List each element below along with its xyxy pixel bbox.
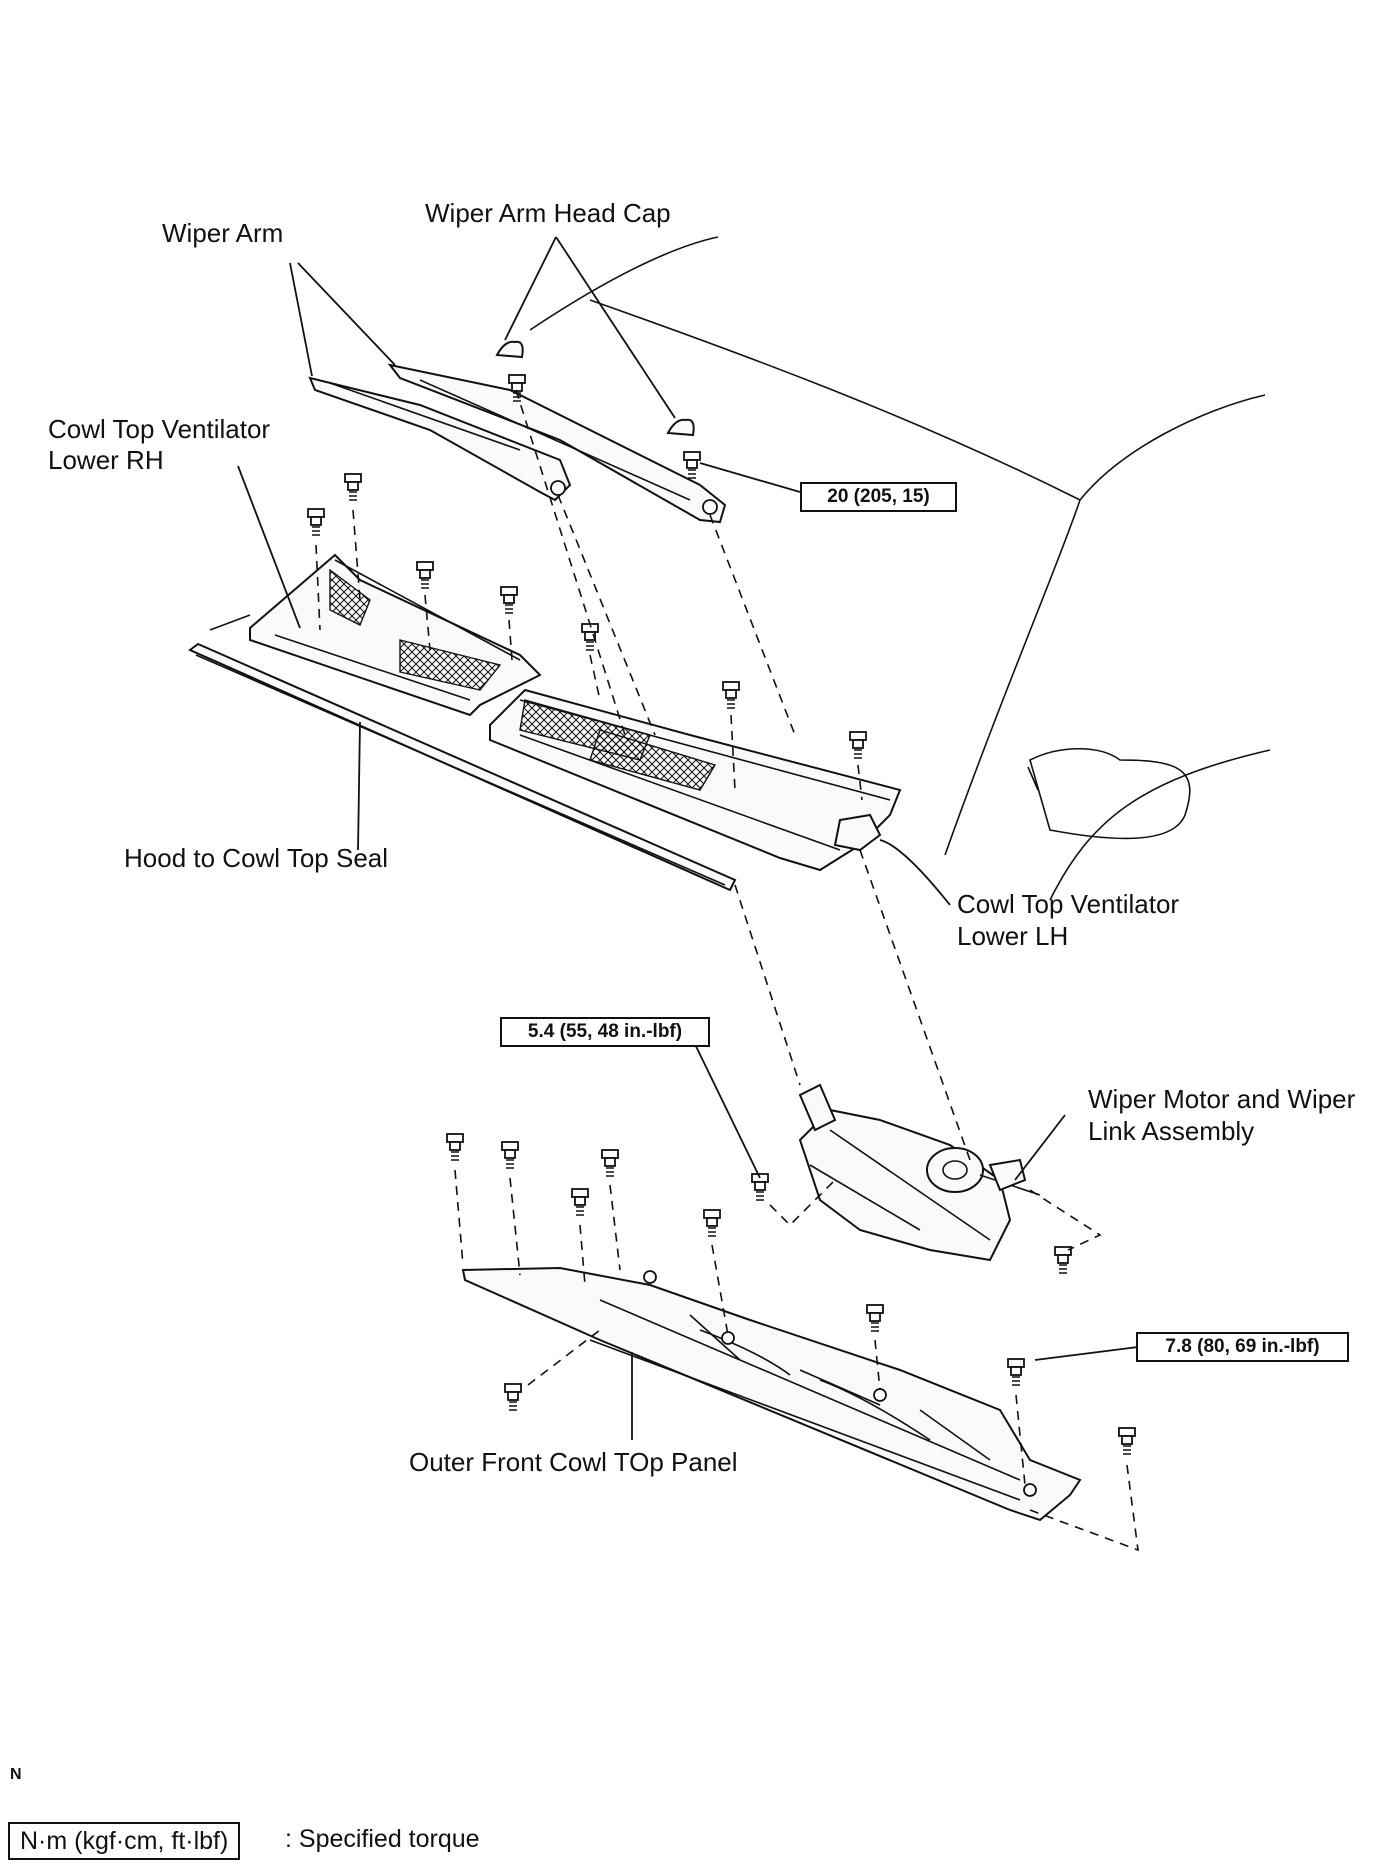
legend-description: : Specified torque [285,1825,480,1853]
hood-to-cowl-seal [188,642,737,892]
torque-wiper-motor-bolt: 5.4 (55, 48 in.-lbf) [500,1017,710,1047]
outer-front-cowl-top-panel [461,1266,1082,1522]
dashed-assembly-lines [315,389,1139,1552]
cowl-ventilator-rh [249,553,542,717]
label-wiper-motor-line2: Link Assembly [1088,1116,1255,1146]
label-cowl-vent-lh-line1: Cowl Top Ventilator [957,889,1180,919]
head-caps [495,340,701,479]
label-wiper-motor-line1: Wiper Motor and Wiper [1088,1084,1356,1114]
diagram-code: N [10,1766,22,1783]
label-hood-to-cowl-seal: Hood to Cowl Top Seal [124,843,389,873]
vehicle-outline [209,236,1271,901]
label-cowl-vent-rh-line2: Lower RH [48,445,164,475]
label-wiper-arm: Wiper Arm [162,218,284,248]
wiper-motor-assembly [751,1083,1072,1274]
label-wiper-arm-head-cap: Wiper Arm Head Cap [425,198,671,228]
label-outer-front-cowl-top-panel: Outer Front Cowl TOp Panel [409,1447,738,1477]
legend-unit-box: N·m (kgf·cm, ft·lbf) [8,1822,241,1860]
wiper-arms [308,363,727,524]
leader-lines [237,236,1139,1440]
torque-cowl-panel-bolt: 7.8 (80, 69 in.-lbf) [1136,1332,1349,1362]
torque-wiper-arm-nut: 20 (205, 15) [800,482,957,512]
cowl-ventilator-lh [489,688,902,872]
label-cowl-vent-rh-line1: Cowl Top Ventilator [48,414,271,444]
label-cowl-vent-lh-line2: Lower LH [957,921,1069,951]
